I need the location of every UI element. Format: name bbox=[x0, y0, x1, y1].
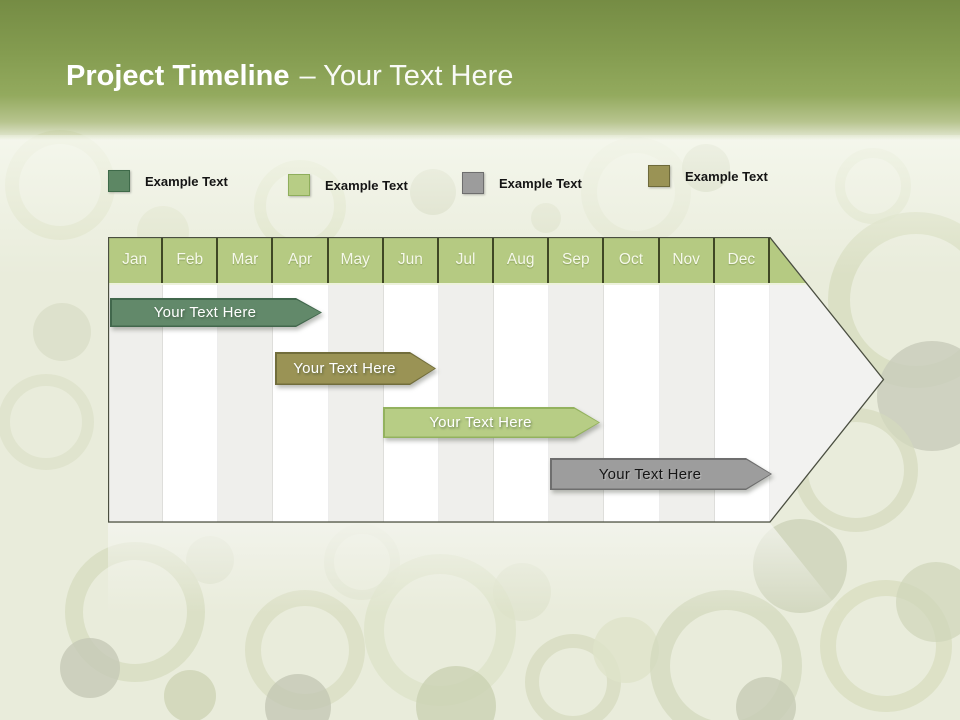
bar-label: Your Text Here bbox=[429, 414, 532, 431]
header-gradient bbox=[0, 0, 960, 140]
legend-item: Example Text bbox=[108, 170, 228, 192]
timeline-reflection bbox=[108, 523, 842, 613]
page-title: Project Timeline – Your Text Here bbox=[66, 56, 513, 96]
legend-swatch-icon bbox=[108, 170, 130, 192]
legend-item: Example Text bbox=[462, 172, 582, 194]
legend-swatch-icon bbox=[648, 165, 670, 187]
background-circle bbox=[33, 303, 91, 361]
bar-label: Your Text Here bbox=[153, 304, 257, 321]
background-circle bbox=[593, 617, 659, 683]
legend-label: Example Text bbox=[145, 173, 228, 189]
background-circle bbox=[0, 374, 94, 470]
background-circle bbox=[164, 670, 216, 720]
gantt-bar-3: Your Text Here bbox=[383, 407, 600, 438]
title-subtitle: – Your Text Here bbox=[299, 60, 514, 92]
bar-label: Your Text Here bbox=[598, 465, 702, 483]
background-circle bbox=[60, 638, 120, 698]
background-circle bbox=[896, 562, 960, 642]
legend-item: Example Text bbox=[288, 174, 408, 196]
bar-label: Your Text Here bbox=[293, 360, 396, 377]
title-main: Project Timeline bbox=[66, 60, 290, 92]
legend-label: Example Text bbox=[499, 175, 582, 191]
gantt-bar-2: Your Text Here bbox=[275, 352, 436, 385]
legend-label: Example Text bbox=[685, 168, 768, 184]
background-circle bbox=[736, 677, 796, 720]
legend-label: Example Text bbox=[325, 177, 408, 193]
background-circle bbox=[265, 674, 331, 720]
legend-swatch-icon bbox=[462, 172, 484, 194]
gantt-bar-1: Your Text Here bbox=[110, 298, 322, 327]
legend-swatch-icon bbox=[288, 174, 310, 196]
legend-item: Example Text bbox=[648, 165, 768, 187]
gantt-bar-4: Your Text Here bbox=[550, 458, 772, 490]
